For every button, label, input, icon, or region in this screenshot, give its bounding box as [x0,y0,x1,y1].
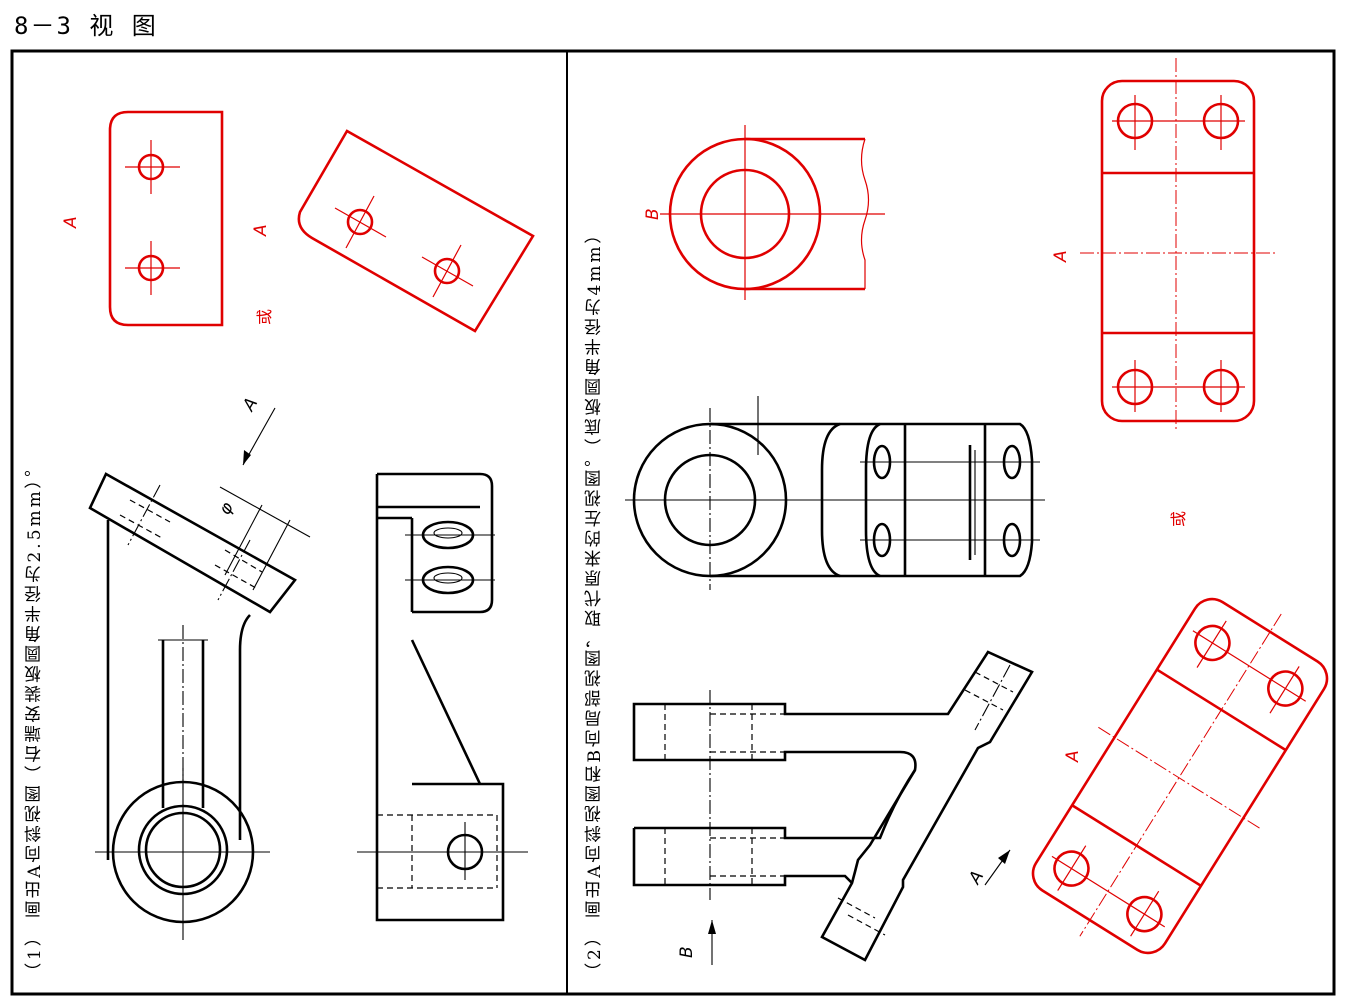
answer-view-a-upright [108,110,224,327]
label-a-3: A [239,394,263,415]
label-a-4: A [1051,250,1071,263]
bracket-side-view [357,472,528,922]
label-a-1: A [61,216,81,229]
label-a-5: A [1063,750,1083,763]
view-direction-arrow-b [708,920,716,965]
label-phi: φ [215,498,238,518]
page-title: 8－3 视 图 [14,12,158,40]
part-top-view [625,396,1045,590]
answer-view-b-local [660,125,885,300]
view-direction-arrow-a [242,407,276,466]
label-b-2: B [677,946,697,958]
label-b-1: B [643,208,663,220]
answer-view-a-rotated-2 [1031,597,1329,955]
part-front-view [632,650,1034,962]
bracket-front-view [88,472,311,940]
label-or-1: 或 [255,309,274,325]
sheet-border [10,49,1336,996]
label-or-2: 或 [1169,511,1188,527]
view-direction-arrow-a-2 [984,849,1011,886]
label-a-6: A [965,867,989,888]
answer-view-a-upright-2 [1080,58,1275,430]
label-a-2: A [251,224,271,237]
answer-view-a-rotated [297,129,535,333]
